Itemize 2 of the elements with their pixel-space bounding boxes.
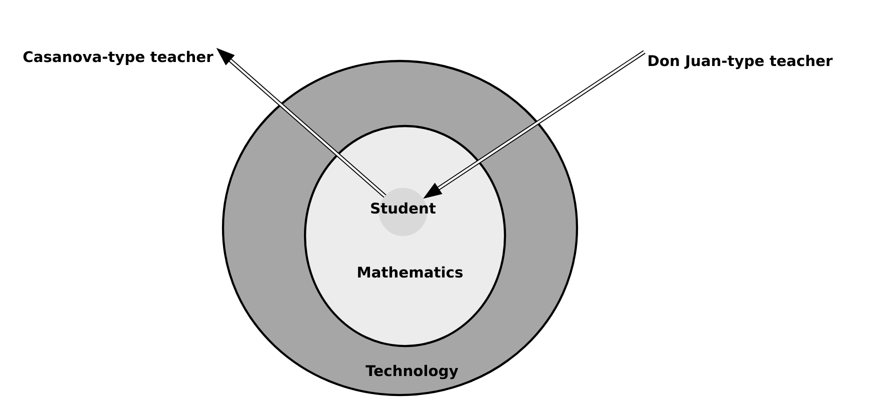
teacher-label: Don Juan-type teacher (648, 54, 833, 70)
teacher-label: Casanova-type teacher (23, 50, 214, 66)
